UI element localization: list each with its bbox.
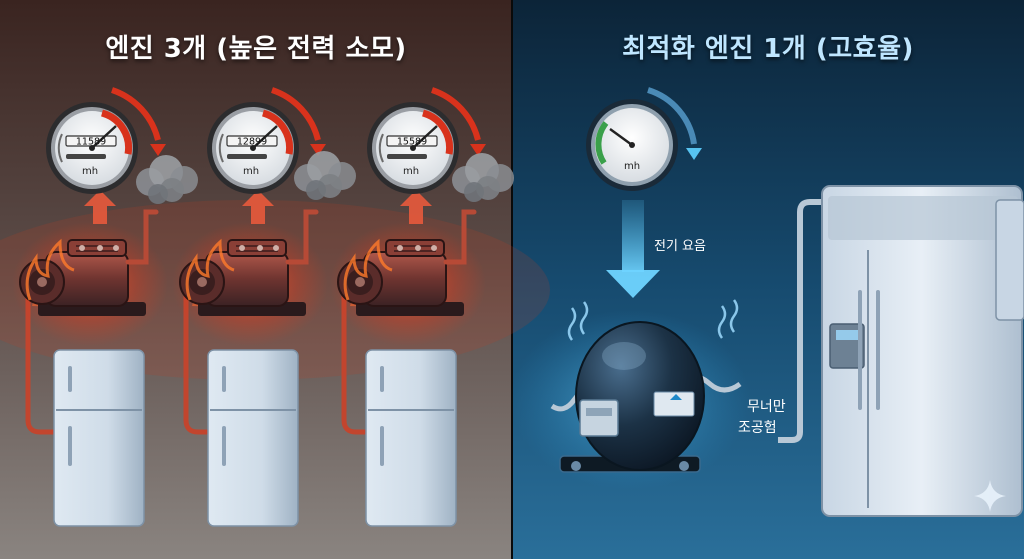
fridge-icon (365, 349, 457, 527)
fire-icon (343, 238, 393, 301)
meter-reading: 11589 (76, 137, 106, 148)
arrow-icon (606, 270, 660, 298)
meter-unit: mh (624, 161, 640, 172)
arrow-icon (647, 87, 697, 145)
fridge-icon (207, 349, 299, 527)
arrow-icon (270, 87, 321, 141)
gauge-icon: 11589 mh (46, 102, 138, 194)
arrow-icon (686, 148, 702, 160)
arrow-icon (430, 87, 481, 141)
fire-icon (25, 238, 75, 301)
steam-icon (567, 299, 739, 341)
gauge-icon: 15589 mh (367, 102, 459, 194)
unit-left-3: 15589 mh (330, 87, 514, 527)
sparkle-icon (974, 480, 1006, 512)
flow-bar (622, 200, 644, 272)
meter-unit: mh (82, 166, 98, 177)
meter-unit: mh (403, 166, 419, 177)
unit-left-2: 12899 mh (172, 87, 356, 527)
flow-label: 전기 요음 (654, 239, 706, 254)
optimized-compressor: 무너만 조공험 (510, 299, 786, 490)
large-refrigerator (821, 185, 1024, 517)
meter-reading: 12899 (237, 137, 267, 148)
optimized-meter: mh (586, 87, 702, 191)
compressor-label-line2: 조공험 (738, 420, 777, 436)
side-unit (995, 199, 1024, 321)
fire-icon (185, 238, 235, 301)
unit-left-1: 11589 mh (12, 87, 198, 527)
compressor-label-line1: 무너만 (747, 399, 786, 415)
coolant-pipe (778, 199, 832, 443)
gauge-icon: 12899 mh (207, 102, 299, 194)
left-panel-title: 엔진 3개 (높은 전력 소모) (105, 34, 407, 64)
electricity-flow: 전기 요음 (606, 200, 706, 298)
meter-reading: 15589 (397, 137, 427, 148)
arrow-icon (150, 144, 166, 156)
right-panel-title: 최적화 엔진 1개 (고효율) (622, 34, 914, 64)
meter-unit: mh (243, 166, 259, 177)
arrow-icon (470, 144, 486, 156)
arrow-icon (310, 144, 326, 156)
arrow-icon (110, 87, 161, 141)
fridge-icon (53, 349, 145, 527)
terminal-box (579, 399, 619, 437)
gauge-icon: mh (586, 99, 678, 191)
fridge-icon (821, 185, 1023, 517)
